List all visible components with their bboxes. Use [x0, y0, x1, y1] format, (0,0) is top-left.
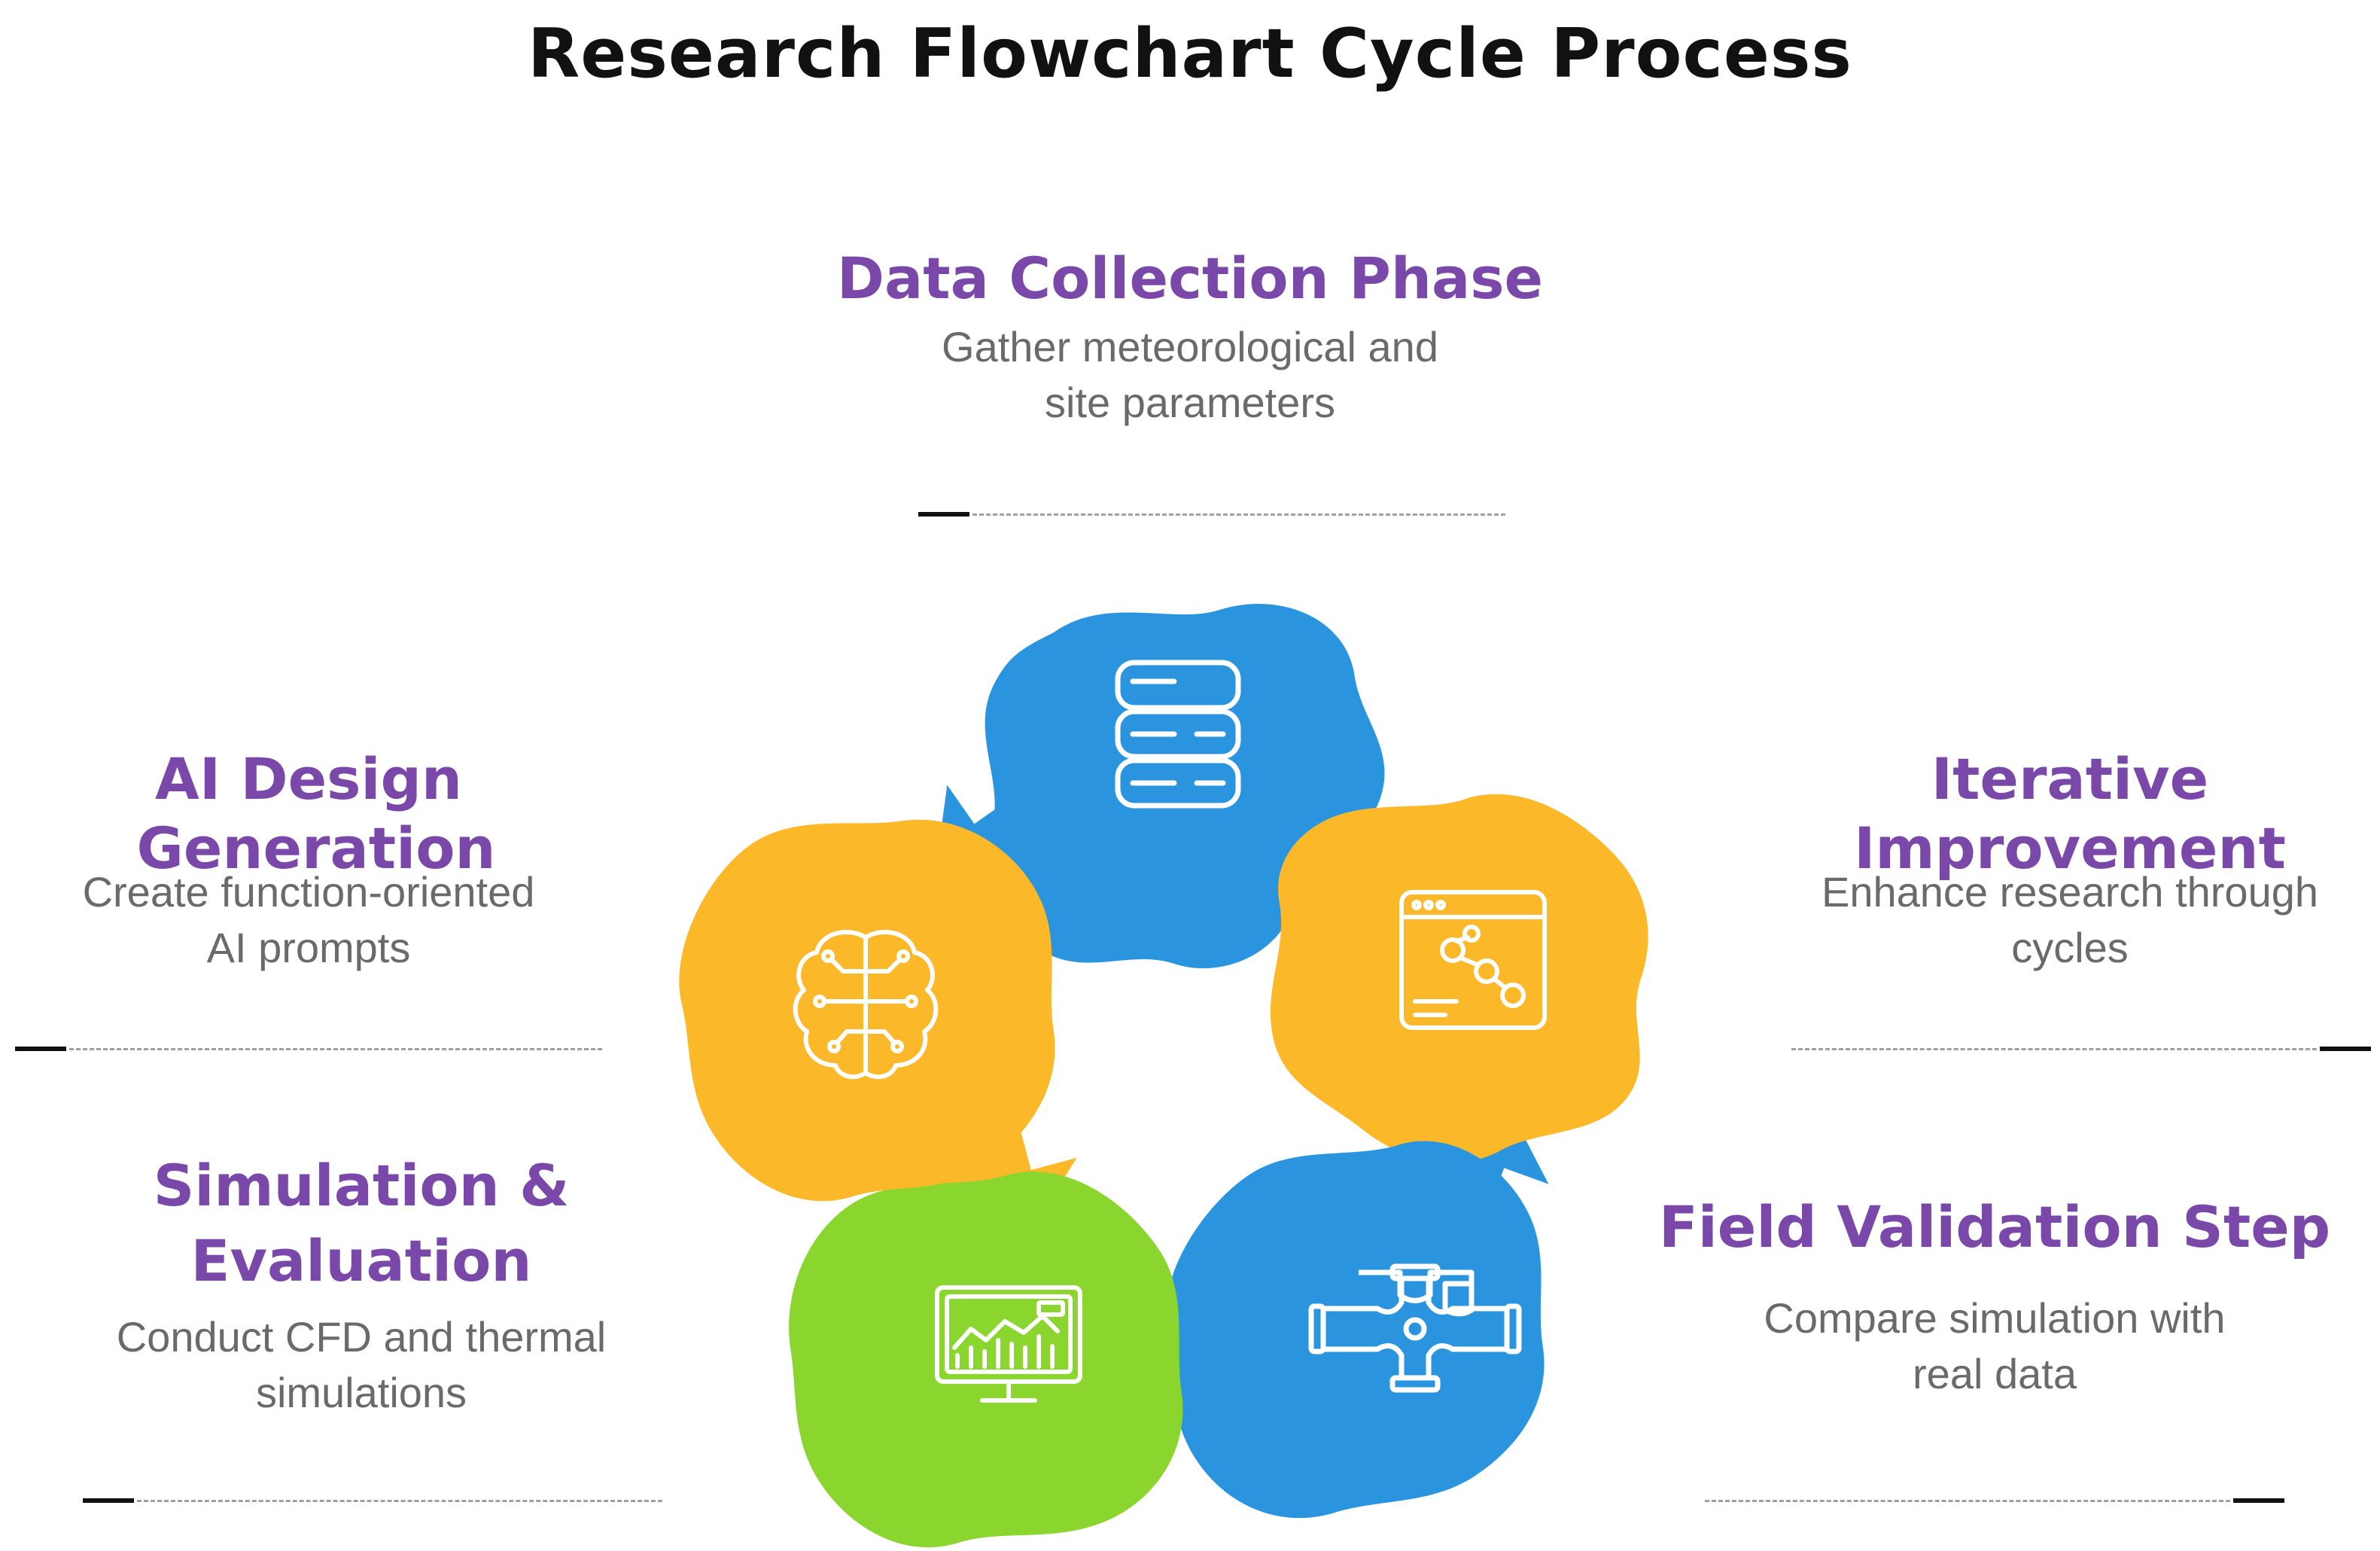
step-ai-design-title-line1: AI Design	[155, 745, 462, 812]
step-ai-design-desc-line1: Create function-oriented	[82, 868, 535, 916]
step-ai-design-underline	[15, 1047, 602, 1051]
step-field-validation-desc-line1: Compare simulation with	[1764, 1294, 2226, 1342]
step-iterative-title-line2: Improvement	[1854, 815, 2286, 882]
step-data-collection: Data Collection Phase Gather meteorologi…	[776, 241, 1604, 431]
step-data-collection-desc-line1: Gather meteorological and	[942, 323, 1438, 370]
step-iterative-title-line1: Iterative	[1931, 745, 2209, 812]
step-field-validation-desc-line2: real data	[1913, 1350, 2077, 1397]
step-iterative: Iterative Improvement	[1776, 742, 2363, 886]
database-icon	[1115, 660, 1241, 809]
step-simulation-title-line2: Evaluation	[190, 1227, 532, 1294]
step-data-collection-desc-line2: site parameters	[1045, 379, 1335, 426]
step-iterative-desc-line2: cycles	[2011, 924, 2129, 971]
step-simulation-desc-line1: Conduct CFD and thermal	[116, 1313, 607, 1361]
brain-circuit-icon	[793, 929, 939, 1080]
step-simulation-desc-line2: simulations	[255, 1369, 467, 1416]
blob-field-validation	[1165, 1141, 1545, 1519]
blob-iterative	[1270, 794, 1648, 1163]
pipe-junction-icon	[1308, 1263, 1522, 1393]
step-data-collection-title: Data Collection Phase	[836, 245, 1544, 312]
step-iterative-underline	[1791, 1047, 2371, 1051]
step-field-validation: Field Validation Step Compare simulation…	[1656, 1190, 2333, 1402]
step-simulation-title-line1: Simulation &	[153, 1152, 570, 1219]
step-ai-design-title-line2: Generation	[136, 815, 496, 882]
step-ai-design-desc: Create function-oriented AI prompts	[15, 864, 602, 976]
step-iterative-desc-line1: Enhance research through	[1822, 868, 2318, 916]
step-field-validation-underline	[1705, 1498, 2284, 1503]
step-ai-design-desc-line2: AI prompts	[206, 924, 411, 971]
step-data-collection-underline	[918, 512, 1505, 516]
step-field-validation-title: Field Validation Step	[1658, 1193, 2331, 1260]
step-ai-design: AI Design Generation	[15, 742, 602, 886]
monitor-chart-icon	[935, 1285, 1082, 1403]
browser-network-icon	[1399, 890, 1547, 1030]
step-iterative-desc: Enhance research through cycles	[1776, 864, 2363, 976]
step-simulation: Simulation & Evaluation Conduct CFD and …	[60, 1148, 662, 1421]
step-simulation-underline	[83, 1498, 662, 1503]
page-title: Research Flowchart Cycle Process	[527, 14, 1853, 93]
